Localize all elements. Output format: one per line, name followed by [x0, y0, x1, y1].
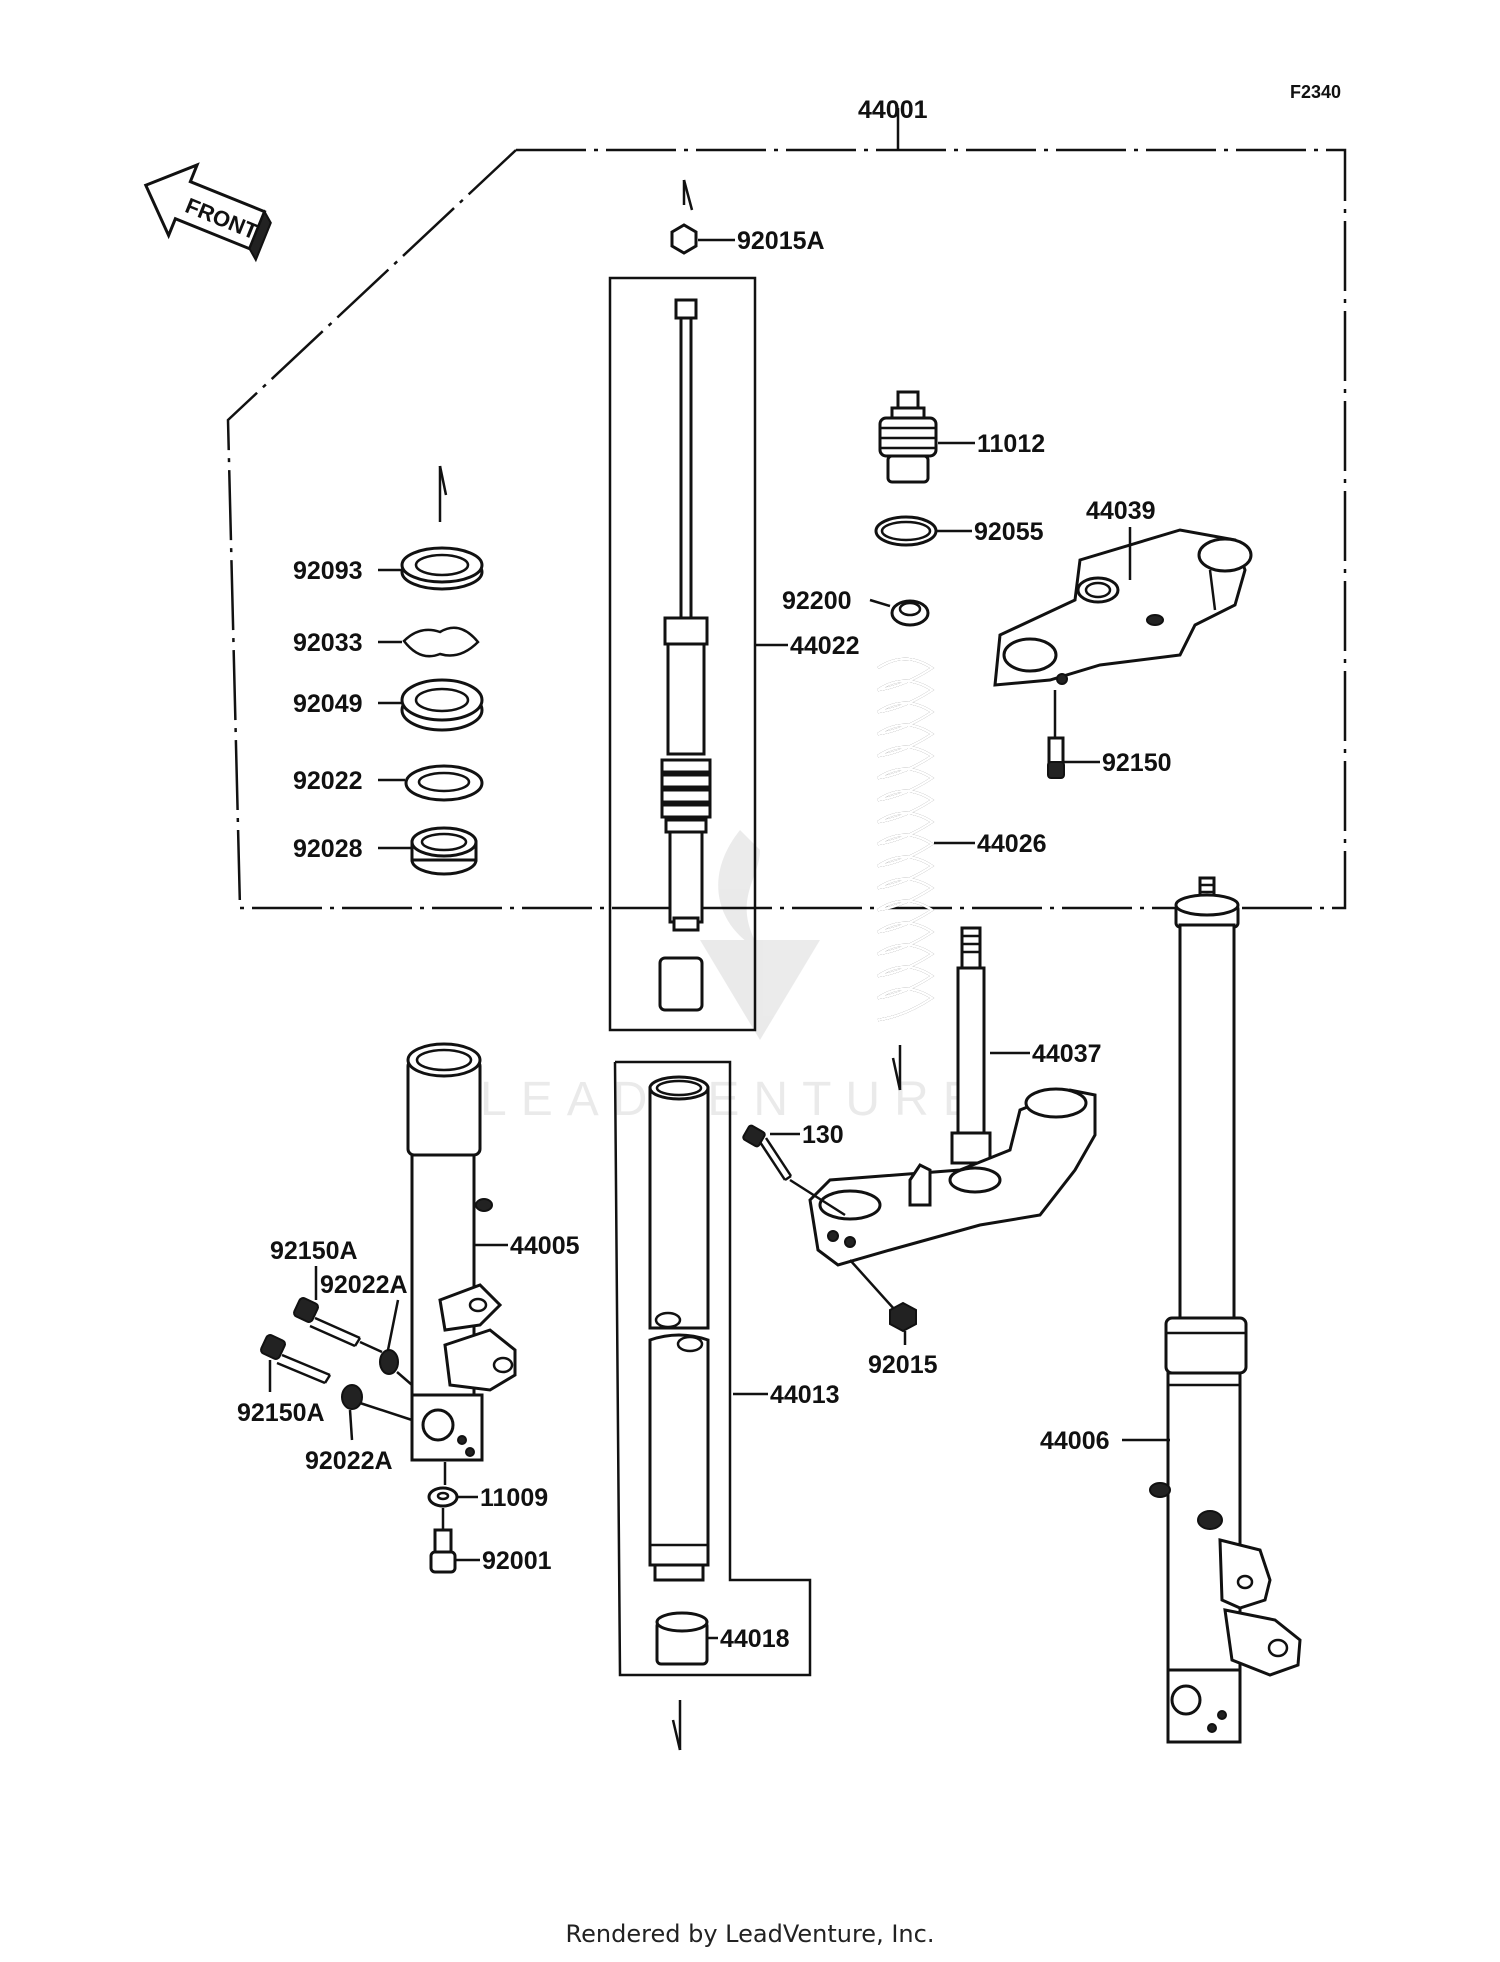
label-11012: 11012: [977, 430, 1045, 458]
label-92028: 92028: [293, 835, 363, 863]
label-92022: 92022: [293, 767, 363, 795]
label-92150: 92150: [1102, 749, 1172, 777]
inner-tube-44013: [648, 1075, 710, 1582]
fork-spring-44026: [877, 657, 935, 1091]
label-44037: 44037: [1032, 1040, 1102, 1068]
label-92033: 92033: [293, 629, 363, 657]
spacer-92200: [890, 599, 930, 627]
watermark-text: LEADVENTURE: [480, 1073, 989, 1126]
o-ring-92055: [874, 515, 938, 547]
box-44013: [613, 1060, 812, 1677]
washer-92022: [404, 764, 484, 802]
gasket-11009: [427, 1462, 459, 1508]
direction-arrow-seals: [438, 465, 448, 522]
label-44039: 44039: [1086, 497, 1156, 525]
label-92001: 92001: [482, 1547, 552, 1575]
steering-stem-44037: [808, 926, 1097, 1267]
label-44013: 44013: [770, 1381, 840, 1409]
damper-rod-44022: [658, 298, 712, 1012]
nut-92015A: [670, 179, 698, 255]
washer-92022A-top: [379, 1349, 413, 1386]
label-92022A-top: 92022A: [320, 1271, 408, 1299]
label-92055: 92055: [974, 518, 1044, 546]
label-92049: 92049: [293, 690, 363, 718]
label-44022: 44022: [790, 632, 860, 660]
dust-seal-92093: [400, 546, 484, 591]
fork-leg-44006: [1149, 876, 1302, 1744]
label-92150A-top: 92150A: [270, 1237, 358, 1265]
front-arrow-icon: FRONT: [143, 162, 272, 263]
bushing-92028: [410, 826, 478, 876]
clip-92033: [402, 626, 480, 658]
label-92015: 92015: [868, 1351, 938, 1379]
label-92022A-bottom: 92022A: [305, 1447, 393, 1475]
bolt-130: [742, 1124, 846, 1217]
label-44026: 44026: [977, 830, 1047, 858]
bushing-44018: [655, 1611, 709, 1666]
label-44001: 44001: [858, 96, 928, 124]
label-92015A: 92015A: [737, 227, 825, 255]
upper-bracket-44039: [993, 528, 1253, 687]
label-11009: 11009: [480, 1484, 548, 1512]
fork-cap-bolt-11012: [878, 390, 938, 484]
label-92093: 92093: [293, 557, 363, 585]
label-44006: 44006: [1040, 1427, 1110, 1455]
label-92150A-bottom: 92150A: [237, 1399, 325, 1427]
assembly-outline: [226, 108, 1347, 910]
washer-92022A-bottom: [341, 1384, 413, 1422]
label-130: 130: [802, 1121, 844, 1149]
leadventure-watermark: LEADVENTURE: [480, 830, 989, 1126]
bolt-92001: [429, 1508, 457, 1574]
nut-92015: [849, 1259, 917, 1345]
label-44018: 44018: [720, 1625, 790, 1653]
label-92200: 92200: [782, 587, 852, 615]
bolt-92150A-bottom: [260, 1334, 332, 1385]
direction-arrow-lower: [671, 1700, 682, 1751]
bolt-92150A-top: [293, 1297, 383, 1354]
outer-tube-44005: [406, 1042, 517, 1462]
box-44022: [608, 276, 757, 1032]
oil-seal-92049: [400, 678, 484, 732]
label-44005: 44005: [510, 1232, 580, 1260]
bolt-92150: [1047, 690, 1065, 779]
footer-credit: Rendered by LeadVenture, Inc.: [565, 1920, 935, 1948]
figure-code: F2340: [1290, 82, 1341, 102]
